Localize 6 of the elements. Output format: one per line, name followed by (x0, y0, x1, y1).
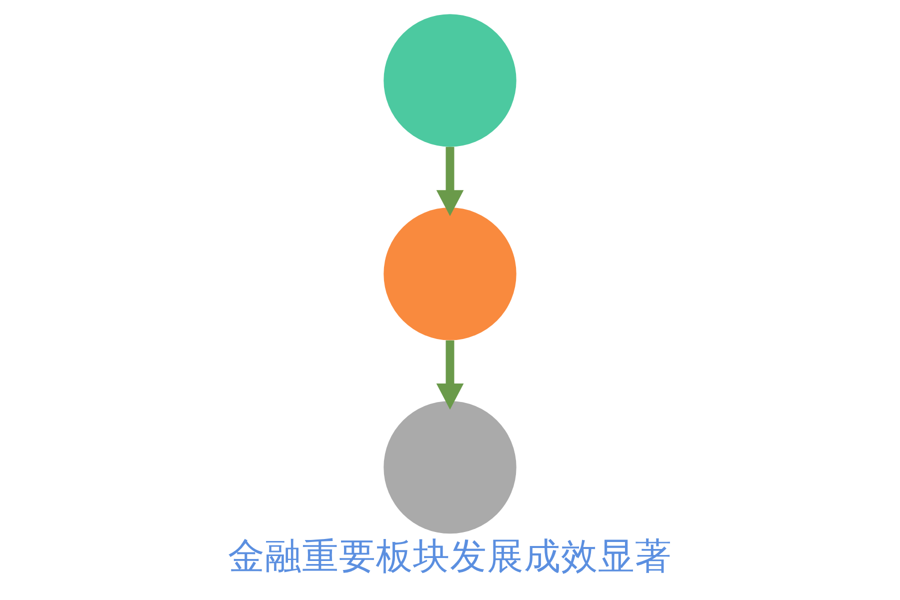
arrow (436, 146, 464, 216)
arrow (436, 340, 464, 410)
caption: 金融重要板块发展成效显著 (228, 534, 672, 578)
node-circle (384, 208, 516, 340)
node-circle (384, 14, 516, 147)
node-circle (384, 400, 516, 534)
